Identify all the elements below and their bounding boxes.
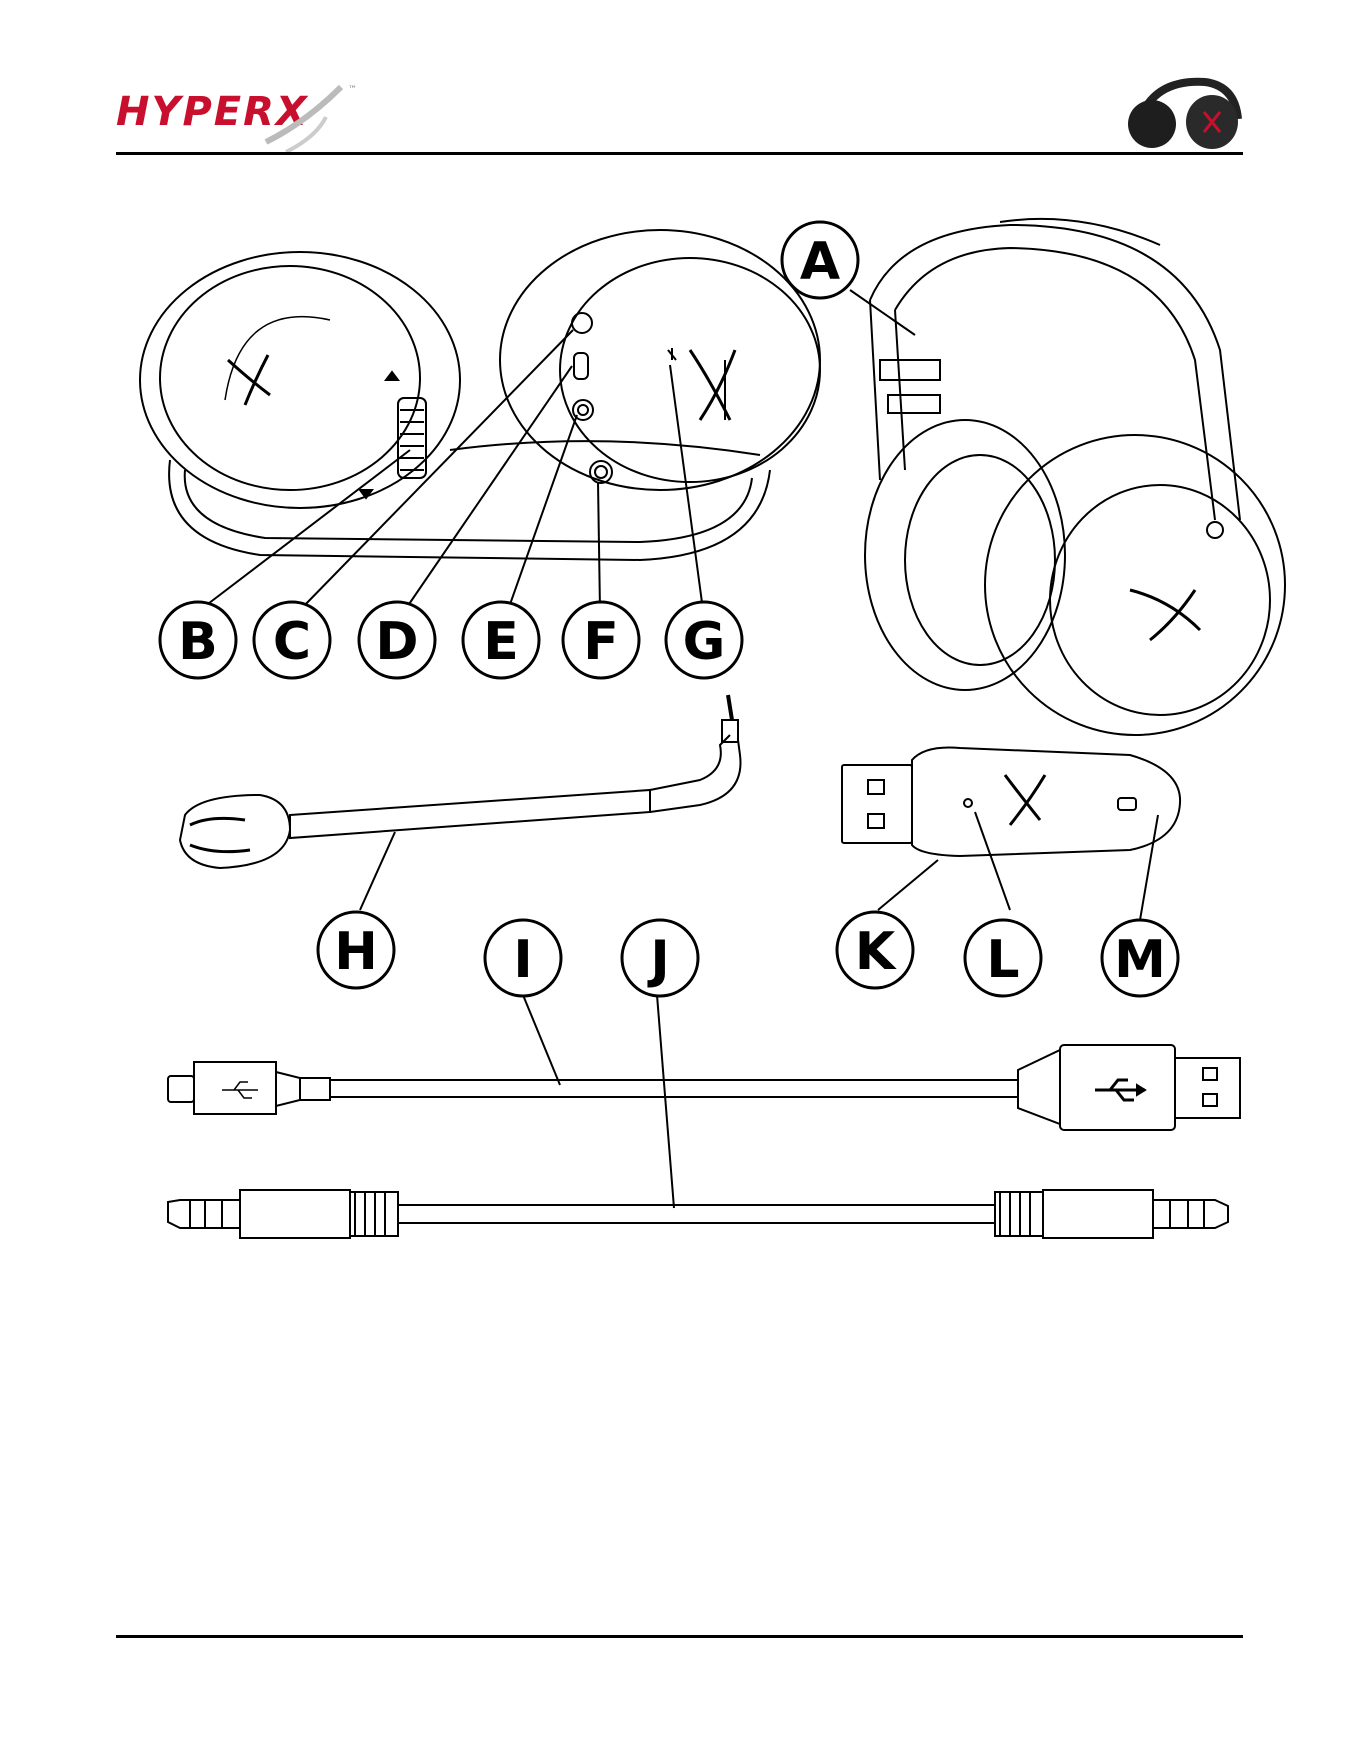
- headset-flat-illustration: [140, 230, 820, 560]
- callout-g: G: [683, 612, 726, 672]
- callout-i: I: [513, 930, 532, 990]
- usb-wireless-adapter-illustration: [842, 748, 1180, 857]
- callout-m: M: [1114, 930, 1166, 990]
- callout-f: F: [583, 612, 619, 672]
- usb-charging-cable-illustration: [168, 1045, 1240, 1130]
- callout-j: J: [647, 930, 669, 990]
- callout-h: H: [334, 922, 378, 982]
- callout-leader-lines: [200, 290, 1158, 1208]
- audio-cable-illustration: [168, 1190, 1228, 1238]
- callout-b: B: [178, 612, 218, 672]
- headset-angled-illustration: [865, 219, 1285, 735]
- callout-k: K: [855, 922, 897, 982]
- callout-c: C: [273, 612, 311, 672]
- footer-rule: [116, 1635, 1243, 1638]
- callout-d: D: [375, 612, 418, 672]
- callout-a: A: [800, 232, 840, 292]
- detachable-mic-illustration: [180, 695, 741, 868]
- callout-l: L: [986, 930, 1019, 990]
- callout-e: E: [483, 612, 519, 672]
